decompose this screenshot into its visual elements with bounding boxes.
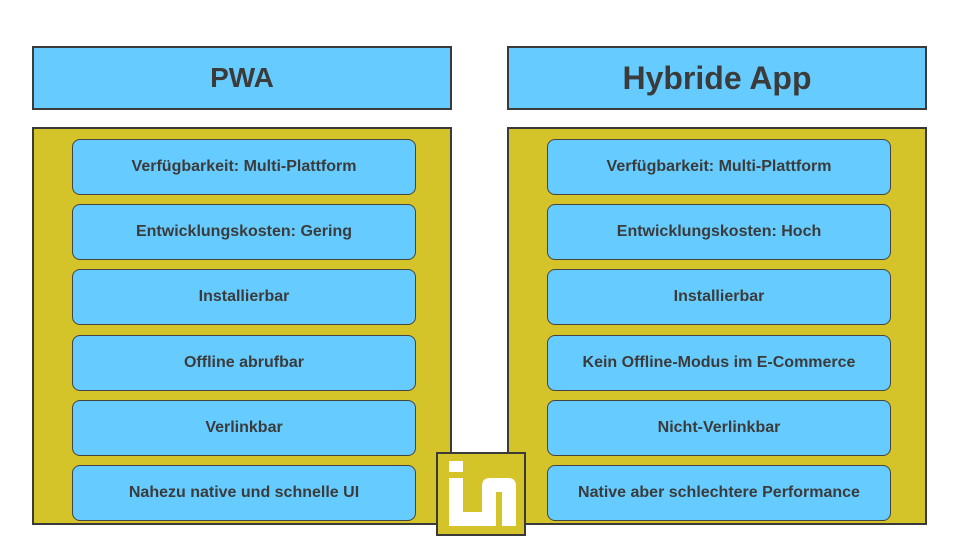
pwa-item-ui: Nahezu native und schnelle UI [72,465,416,521]
hybrid-app-column: Verfügbarkeit: Multi-Plattform Entwicklu… [507,127,927,525]
pwa-column: Verfügbarkeit: Multi-Plattform Entwicklu… [32,127,452,525]
hybrid-app-header: Hybride App [507,46,927,110]
hybrid-item-offline: Kein Offline-Modus im E-Commerce [547,335,891,391]
hybrid-item-dev-costs: Entwicklungskosten: Hoch [547,204,891,260]
pwa-item-dev-costs: Entwicklungskosten: Gering [72,204,416,260]
pwa-item-installable: Installierbar [72,269,416,325]
hybrid-item-availability: Verfügbarkeit: Multi-Plattform [547,139,891,195]
hybrid-item-linkable: Nicht-Verlinkbar [547,400,891,456]
in-logo-icon [436,452,526,536]
pwa-item-availability: Verfügbarkeit: Multi-Plattform [72,139,416,195]
hybrid-item-installable: Installierbar [547,269,891,325]
hybrid-item-performance: Native aber schlechtere Performance [547,465,891,521]
pwa-item-linkable: Verlinkbar [72,400,416,456]
pwa-item-offline: Offline abrufbar [72,335,416,391]
pwa-header: PWA [32,46,452,110]
